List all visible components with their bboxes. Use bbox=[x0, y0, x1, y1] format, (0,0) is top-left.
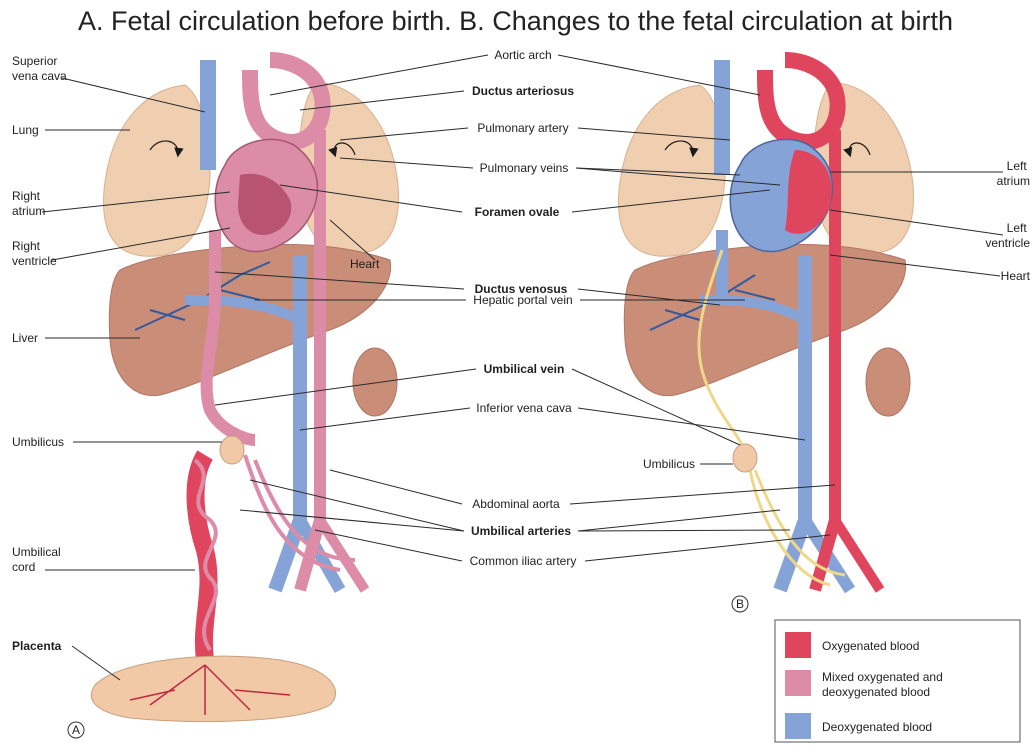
svg-text:Right atrium: Right atrium bbox=[12, 189, 45, 218]
kidney-a bbox=[353, 348, 397, 416]
umbilicus-a bbox=[220, 436, 244, 464]
label-ductus-arteriosus: Ductus arteriosus bbox=[472, 84, 574, 98]
legend-label-oxygenated: Oxygenated blood bbox=[822, 639, 919, 653]
label-umbilical-vein: Umbilical vein bbox=[484, 362, 565, 376]
label-aortic-arch: Aortic arch bbox=[494, 48, 551, 62]
legend-label-mixed-1: Mixed oxygenated and bbox=[822, 670, 943, 684]
kidney-b bbox=[866, 348, 910, 416]
label-abdominal-aorta: Abdominal aorta bbox=[472, 497, 560, 511]
label-right-ventricle-2: ventricle bbox=[12, 254, 57, 268]
label-foramen-ovale: Foramen ovale bbox=[475, 205, 560, 219]
label-left-ventricle-2: ventricle bbox=[985, 236, 1030, 250]
panel-marker-a: A bbox=[72, 723, 80, 737]
center-labels: Aortic arch Ductus arteriosus Pulmonary … bbox=[470, 48, 577, 568]
label-hepatic-portal-vein: Hepatic portal vein bbox=[473, 293, 572, 307]
label-left-atrium-1: Left bbox=[1007, 159, 1028, 173]
label-umbilical-cord-1: Umbilical bbox=[12, 545, 61, 559]
label-common-iliac-artery: Common iliac artery bbox=[470, 554, 577, 568]
label-pulmonary-veins: Pulmonary veins bbox=[480, 161, 569, 175]
umbilicus-b bbox=[733, 444, 757, 472]
label-umbilicus-b: Umbilicus bbox=[643, 457, 695, 471]
svg-text:Mixed oxygenated and deo: Mixed oxygenated and deoxygenated blood bbox=[822, 670, 946, 699]
legend-label-deoxygenated: Deoxygenated blood bbox=[822, 720, 932, 734]
panel-marker-b: B bbox=[736, 597, 744, 611]
label-umbilicus-a: Umbilicus bbox=[12, 435, 64, 449]
left-lung-a bbox=[104, 85, 211, 256]
legend-swatch-mixed bbox=[785, 670, 811, 696]
svg-text:Left atrium: Left atrium bbox=[997, 159, 1030, 188]
label-umbilical-cord-2: cord bbox=[12, 560, 35, 574]
liver-a bbox=[109, 244, 390, 395]
label-superior-vena-cava-2: vena cava bbox=[12, 69, 67, 83]
label-heart-a: Heart bbox=[350, 257, 380, 271]
label-left-atrium-2: atrium bbox=[997, 174, 1030, 188]
label-right-ventricle-1: Right bbox=[12, 239, 41, 253]
label-superior-vena-cava-1: Superior bbox=[12, 54, 57, 68]
legend: Oxygenated blood Mixed oxygenated and de… bbox=[775, 620, 1020, 742]
panel-b: B bbox=[619, 60, 914, 612]
label-inferior-vena-cava: Inferior vena cava bbox=[476, 401, 572, 415]
svg-text:Left ventricle: Left ventricle bbox=[985, 221, 1030, 250]
label-right-atrium-2: atrium bbox=[12, 204, 45, 218]
legend-label-mixed-2: deoxygenated blood bbox=[822, 685, 930, 699]
svg-text:Superior vena cava: Superior vena cava bbox=[12, 54, 67, 83]
svg-text:Right ventricle: Right ventricle bbox=[12, 239, 57, 268]
legend-swatch-oxygenated bbox=[785, 632, 811, 658]
label-left-ventricle-1: Left bbox=[1007, 221, 1028, 235]
liver-b bbox=[624, 244, 905, 395]
label-pulmonary-artery: Pulmonary artery bbox=[477, 121, 568, 135]
placenta-a bbox=[91, 656, 335, 721]
label-liver: Liver bbox=[12, 331, 38, 345]
legend-swatch-deoxygenated bbox=[785, 713, 811, 739]
label-heart-b: Heart bbox=[1001, 269, 1031, 283]
label-right-atrium-1: Right bbox=[12, 189, 41, 203]
label-lung: Lung bbox=[12, 123, 39, 137]
label-placenta: Placenta bbox=[12, 639, 62, 653]
panel-a: A bbox=[68, 60, 399, 738]
label-umbilical-arteries: Umbilical arteries bbox=[471, 524, 571, 538]
